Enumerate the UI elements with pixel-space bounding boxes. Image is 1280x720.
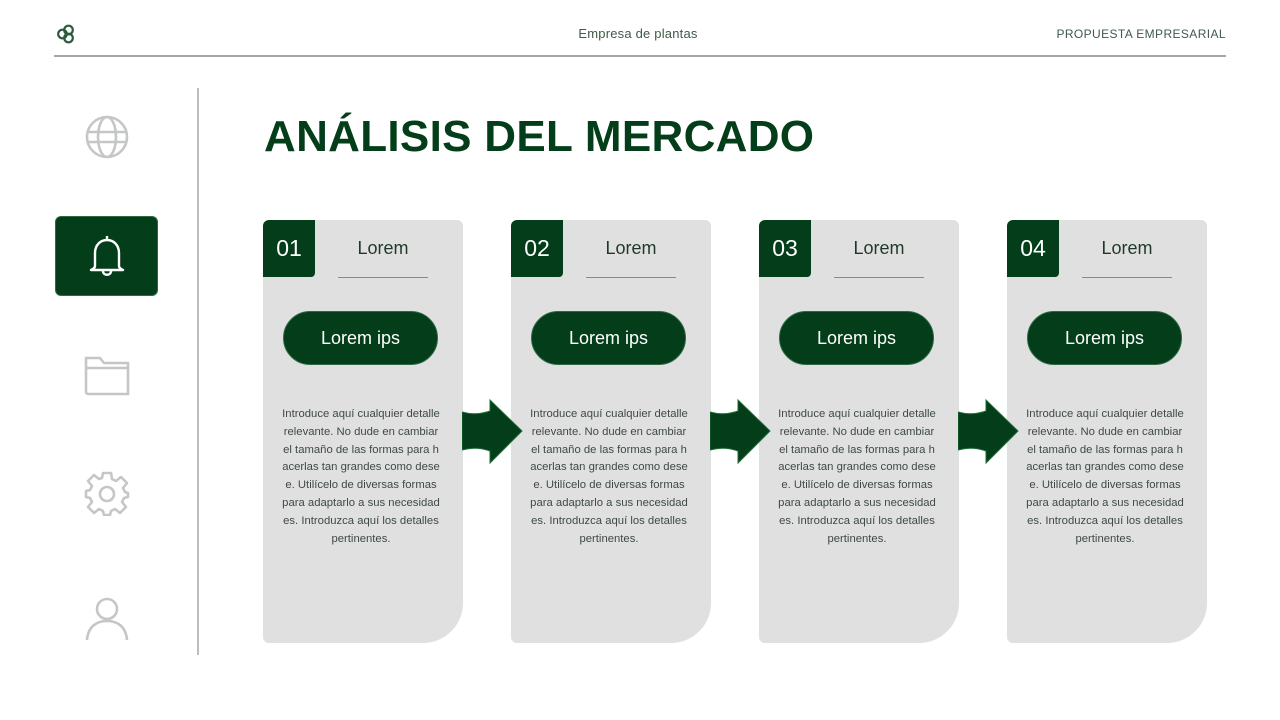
label-underline	[834, 277, 924, 278]
arrow-right-icon	[958, 399, 1019, 465]
sidebar-item-settings[interactable]	[55, 453, 158, 533]
step-label: Lorem	[605, 238, 657, 258]
document-type: PROPUESTA EMPRESARIAL	[1056, 27, 1226, 41]
step-button[interactable]: Lorem ips	[531, 311, 686, 365]
step-button[interactable]: Lorem ips	[283, 311, 438, 365]
step-number: 02	[511, 220, 563, 277]
step-label: Lorem	[853, 238, 905, 258]
step-card-1: 01 Lorem Lorem ips Introduce aquí cualqu…	[263, 220, 463, 643]
sidebar-item-globe[interactable]	[55, 97, 158, 177]
sidebar-item-notifications[interactable]	[55, 216, 158, 296]
logo-icon	[56, 24, 76, 44]
step-label: Lorem	[357, 238, 409, 258]
step-button[interactable]: Lorem ips	[1027, 311, 1182, 365]
step-card-3: 03 Lorem Lorem ips Introduce aquí cualqu…	[759, 220, 959, 643]
header-divider	[54, 55, 1226, 57]
step-button[interactable]: Lorem ips	[779, 311, 934, 365]
step-label: Lorem	[1101, 238, 1153, 258]
globe-icon	[85, 115, 128, 159]
step-description: Introduce aquí cualquier detalle relevan…	[778, 408, 936, 545]
bell-icon	[89, 236, 124, 276]
folder-icon	[84, 356, 129, 396]
sidebar-item-profile[interactable]	[55, 578, 158, 658]
arrow-right-icon	[462, 399, 523, 465]
arrow-right-icon	[710, 399, 771, 465]
label-underline	[338, 277, 428, 278]
sidebar-divider	[197, 88, 199, 655]
step-description: Introduce aquí cualquier detalle relevan…	[282, 408, 440, 545]
step-card-4: 04 Lorem Lorem ips Introduce aquí cualqu…	[1007, 220, 1207, 643]
step-description: Introduce aquí cualquier detalle relevan…	[1026, 408, 1184, 545]
step-card-2: 02 Lorem Lorem ips Introduce aquí cualqu…	[511, 220, 711, 643]
user-icon	[85, 597, 128, 641]
label-underline	[586, 277, 676, 278]
step-number: 03	[759, 220, 811, 277]
gear-icon	[84, 471, 129, 516]
label-underline	[1082, 277, 1172, 278]
sidebar-item-folder[interactable]	[55, 335, 158, 415]
company-name: Empresa de plantas	[578, 26, 698, 41]
step-description: Introduce aquí cualquier detalle relevan…	[530, 408, 688, 545]
step-number: 01	[263, 220, 315, 277]
page-title: ANÁLISIS DEL MERCADO	[264, 112, 815, 161]
step-number: 04	[1007, 220, 1059, 277]
